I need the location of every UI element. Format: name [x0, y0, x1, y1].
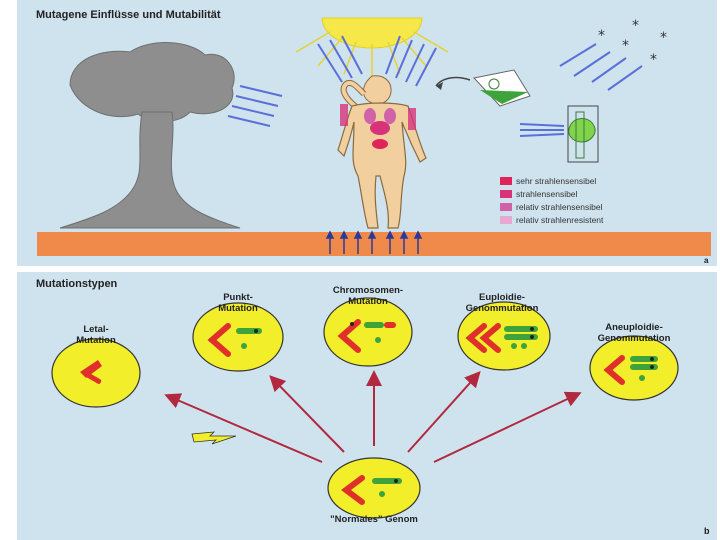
legend-relatively-sensitive: relativ strahlensensibel: [516, 202, 603, 212]
legend-sensitive: strahlensensibel: [516, 189, 578, 199]
legend-swatch-very-sensitive: [500, 177, 512, 185]
panel-b-title: Mutationstypen: [36, 278, 118, 290]
label-chromosome-mutation: Chromosomen- Mutation: [332, 285, 404, 307]
panel-b-tag: b: [704, 526, 710, 536]
panel-a-tag: a: [704, 256, 709, 265]
panel-a-illustration: * * * * *: [37, 17, 711, 256]
sun-icon: [295, 17, 449, 78]
human-figure-icon: [337, 75, 427, 229]
legend-swatch-relatively-sensitive: [500, 203, 512, 211]
mutation-arrows: [164, 370, 582, 463]
cosmic-rays-icon: * * * * *: [559, 18, 667, 91]
lightning-icon: [191, 431, 237, 445]
label-letal-mutation: Letal- Mutation: [76, 324, 116, 346]
panel-a-title: Mutagene Einflüsse und Mutabilität: [36, 9, 221, 21]
label-aneuploidy-mutation: Aneuploidie- Genommutation: [597, 322, 671, 344]
mushroom-cloud-icon: [59, 42, 241, 229]
legend-relatively-resistant: relativ strahlenresistent: [516, 215, 604, 225]
legend-swatch-relatively-resistant: [500, 216, 512, 224]
svg-text:*: *: [622, 38, 629, 54]
uv-rays-icon: [317, 35, 437, 87]
svg-text:*: *: [650, 52, 657, 68]
svg-text:*: *: [660, 30, 667, 46]
label-normal-genome: "Normales" Genom: [330, 514, 418, 525]
radiation-rays-icon: [227, 85, 283, 127]
cell-point-mutation: [192, 302, 284, 372]
cell-normal-genome: [327, 457, 421, 519]
cell-euploidy-mutation: [457, 301, 551, 371]
legend-very-sensitive: sehr strahlensensibel: [516, 176, 597, 186]
xray-device-icon: [519, 105, 599, 163]
label-point-mutation: Punkt- Mutation: [218, 292, 258, 314]
label-euploidy-mutation: Euploidie- Genommutation: [465, 292, 539, 314]
cell-chromosome-mutation: [323, 297, 413, 367]
svg-text:*: *: [632, 18, 639, 34]
svg-text:*: *: [598, 28, 605, 44]
legend-swatch-sensitive: [500, 190, 512, 198]
cell-aneuploidy-mutation: [589, 335, 679, 401]
cell-letal-mutation: [51, 338, 141, 408]
ground-radiation-arrows: [325, 230, 423, 254]
chemical-flask-icon: [435, 69, 531, 107]
